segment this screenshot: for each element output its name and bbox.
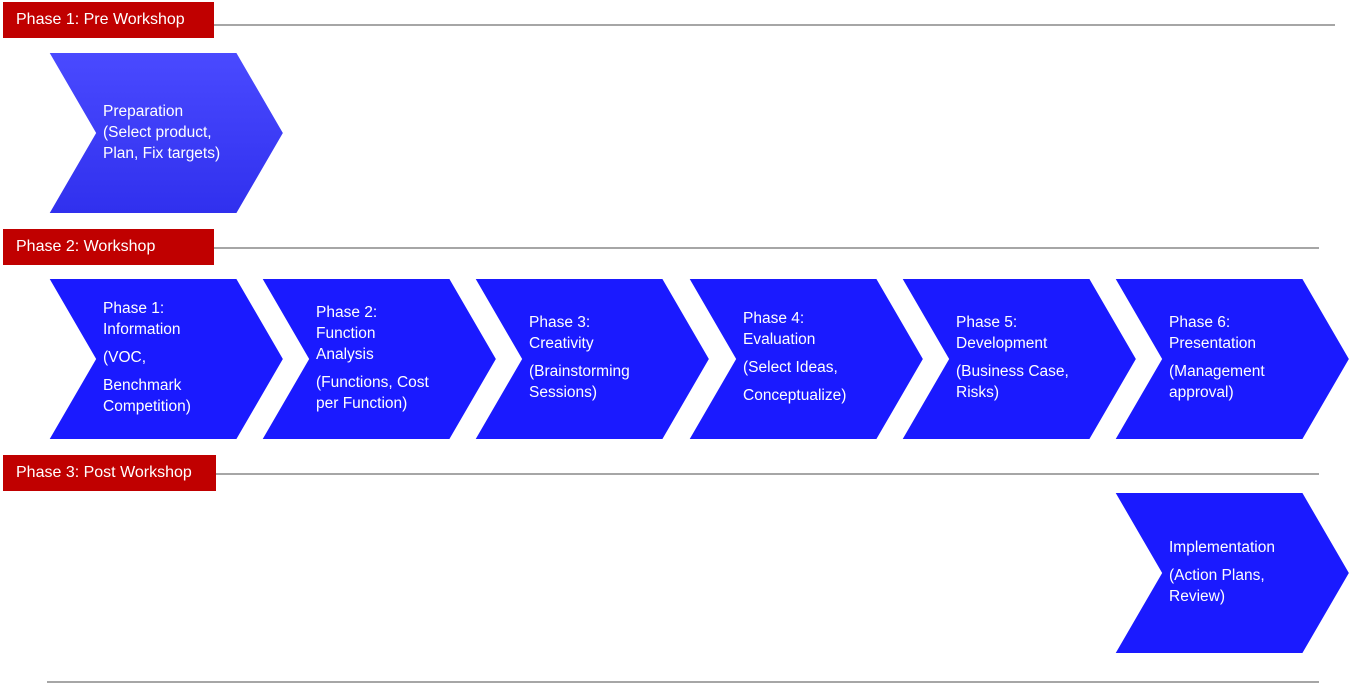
chevron-workshop-step-6: Phase 6: Presentation (Management approv… <box>1112 277 1353 442</box>
phase-3-rule <box>216 473 1319 475</box>
implementation-title: Implementation <box>1169 539 1275 556</box>
preparation-line: Plan, Fix targets) <box>103 145 221 162</box>
step-detail-line: per Function) <box>316 395 408 412</box>
step-title-line: Phase 3: <box>529 314 591 331</box>
step-2-text: Phase 2: Function Analysis (Functions, C… <box>316 302 450 414</box>
step-detail-line: (Business Case, <box>956 363 1069 380</box>
step-title-line: Evaluation <box>743 331 816 348</box>
step-detail-line: (VOC, <box>103 349 147 366</box>
step-detail-line: Conceptualize) <box>743 387 847 404</box>
step-title-line: Phase 6: <box>1169 314 1231 331</box>
step-title-line: Analysis <box>316 346 374 363</box>
chevron-shape <box>1112 277 1352 441</box>
chevron-shape <box>1112 491 1352 655</box>
step-5-text: Phase 5: Development (Business Case, Ris… <box>956 312 1090 403</box>
chevron-shape <box>472 277 712 441</box>
step-detail-line: Benchmark <box>103 377 182 394</box>
step-title-line: Function <box>316 325 376 342</box>
step-detail-line: Competition) <box>103 398 191 415</box>
step-title-line: Phase 1: <box>103 300 165 317</box>
step-title-line: Information <box>103 321 181 338</box>
step-title-line: Phase 2: <box>316 304 378 321</box>
phase-1-rule <box>214 24 1335 26</box>
preparation-title: Preparation <box>103 103 184 120</box>
chevron-shape <box>46 277 286 441</box>
step-4-text: Phase 4: Evaluation (Select Ideas, Conce… <box>743 308 877 406</box>
step-title-line: Presentation <box>1169 335 1257 352</box>
step-detail-line: Sessions) <box>529 384 598 401</box>
implementation-text: Implementation (Action Plans, Review) <box>1169 537 1303 607</box>
step-detail-line: (Brainstorming <box>529 363 630 380</box>
chevron-shape <box>46 51 286 215</box>
step-detail-line: approval) <box>1169 384 1234 401</box>
chevron-shape <box>686 277 926 441</box>
chevron-shape <box>899 277 1139 441</box>
step-detail-line: (Management <box>1169 363 1265 380</box>
chevron-implementation: Implementation (Action Plans, Review) <box>1112 491 1353 656</box>
chevron-workshop-step-5: Phase 5: Development (Business Case, Ris… <box>899 277 1140 442</box>
chevron-shape <box>259 277 499 441</box>
step-title-line: Development <box>956 335 1048 352</box>
phase-3-tag: Phase 3: Post Workshop <box>3 455 216 491</box>
chevron-preparation: Preparation (Select product, Plan, Fix t… <box>46 51 287 216</box>
preparation-text: Preparation (Select product, Plan, Fix t… <box>103 101 237 164</box>
chevron-workshop-step-3: Phase 3: Creativity (Brainstorming Sessi… <box>472 277 713 442</box>
preparation-line: (Select product, <box>103 124 212 141</box>
phase-2-rule <box>214 247 1319 249</box>
implementation-line: Review) <box>1169 588 1225 605</box>
step-1-text: Phase 1: Information (VOC, Benchmark Com… <box>103 298 237 417</box>
step-detail-line: (Functions, Cost <box>316 374 429 391</box>
step-6-text: Phase 6: Presentation (Management approv… <box>1169 312 1303 403</box>
bottom-rule <box>47 681 1319 683</box>
chevron-workshop-step-2: Phase 2: Function Analysis (Functions, C… <box>259 277 500 442</box>
chevron-workshop-step-4: Phase 4: Evaluation (Select Ideas, Conce… <box>686 277 927 442</box>
phase-1-tag: Phase 1: Pre Workshop <box>3 2 214 38</box>
step-title-line: Phase 4: <box>743 310 805 327</box>
phase-2-tag: Phase 2: Workshop <box>3 229 214 265</box>
step-title-line: Creativity <box>529 335 594 352</box>
step-detail-line: Risks) <box>956 384 1000 401</box>
chevron-workshop-step-1: Phase 1: Information (VOC, Benchmark Com… <box>46 277 287 442</box>
step-detail-line: (Select Ideas, <box>743 359 838 376</box>
step-3-text: Phase 3: Creativity (Brainstorming Sessi… <box>529 312 663 403</box>
implementation-line: (Action Plans, <box>1169 567 1265 584</box>
step-title-line: Phase 5: <box>956 314 1018 331</box>
